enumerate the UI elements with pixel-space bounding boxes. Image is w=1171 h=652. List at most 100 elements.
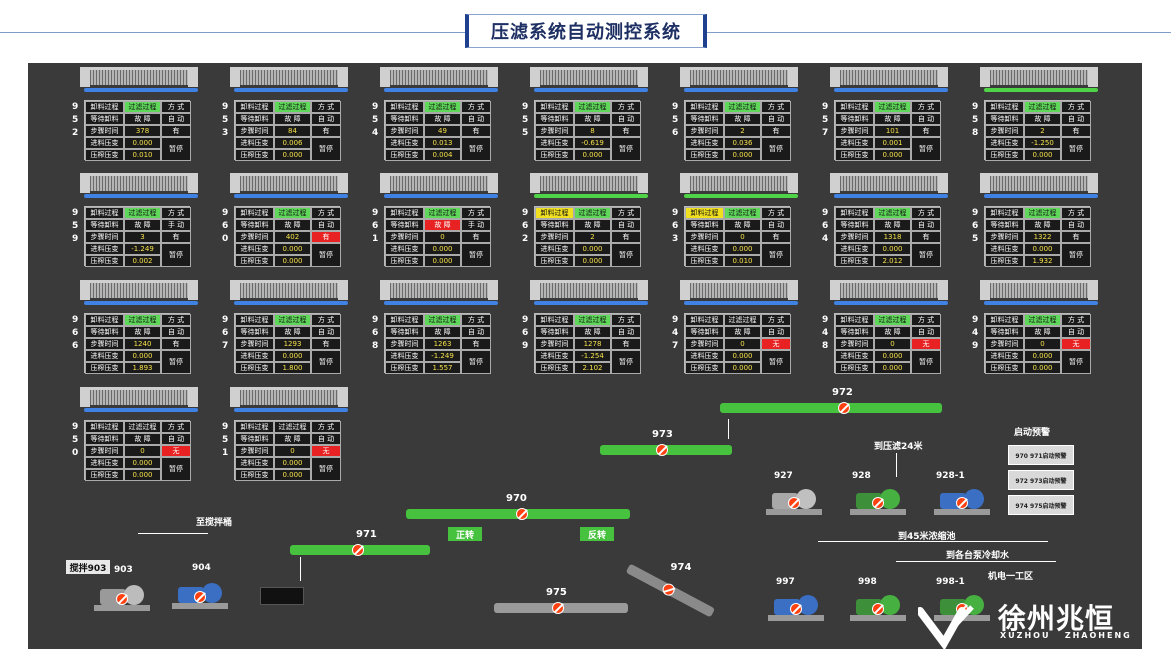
pump-base <box>94 605 150 611</box>
press-top <box>380 173 498 178</box>
feed-pressure-value: 0.000 <box>124 457 161 469</box>
press-belt <box>384 301 498 305</box>
pause-button[interactable]: 暂停 <box>311 350 341 374</box>
mode-value[interactable]: 自 动 <box>761 326 791 338</box>
pump-head <box>796 489 816 509</box>
pause-button[interactable]: 暂停 <box>461 137 491 161</box>
pause-button[interactable]: 暂停 <box>161 457 191 481</box>
press-number-digit: 6 <box>222 221 229 231</box>
pump-928[interactable] <box>850 489 906 517</box>
mode-value[interactable]: 自 动 <box>461 326 491 338</box>
pause-button[interactable]: 暂停 <box>461 350 491 374</box>
mode-value[interactable]: 手 动 <box>461 219 491 231</box>
pause-button[interactable]: 暂停 <box>311 457 341 481</box>
mode-value[interactable]: 自 动 <box>911 113 941 125</box>
fault-status: 故 障 <box>1024 219 1061 231</box>
pump-base <box>768 615 824 621</box>
feed-pressure-label: 进料压变 <box>685 243 724 255</box>
squeeze-pressure-label: 压榨压变 <box>835 255 874 267</box>
mode-value[interactable]: 自 动 <box>611 113 641 125</box>
pump-997[interactable] <box>768 595 824 623</box>
pause-button[interactable]: 暂停 <box>311 137 341 161</box>
mode-value[interactable]: 自 动 <box>611 326 641 338</box>
mode-value[interactable]: 自 动 <box>311 113 341 125</box>
flow-line <box>896 453 897 477</box>
pause-button[interactable]: 暂停 <box>911 137 941 161</box>
mode-value[interactable]: 自 动 <box>1061 219 1091 231</box>
mode-value[interactable]: 自 动 <box>311 326 341 338</box>
startup-alarm-button[interactable]: 972 973启动预警 <box>1008 470 1074 490</box>
pump-998[interactable] <box>850 595 906 623</box>
pause-button[interactable]: 暂停 <box>461 243 491 267</box>
pause-button[interactable]: 暂停 <box>611 243 641 267</box>
feed-pressure-value: 0.013 <box>424 137 461 149</box>
mode-value[interactable]: 自 动 <box>161 326 191 338</box>
fault-status: 故 障 <box>274 326 311 338</box>
material-flag: 有 <box>311 231 341 243</box>
mode-value[interactable]: 自 动 <box>1061 113 1091 125</box>
conveyor-973[interactable]: 973 <box>600 429 732 456</box>
startup-alarm-button[interactable]: 974 975启动预警 <box>1008 495 1074 515</box>
to-workshop-label: 机电一工区 <box>988 572 1034 582</box>
press-plates <box>88 283 190 298</box>
startup-alarm-button[interactable]: 970 971启动预警 <box>1008 445 1074 465</box>
reverse-button[interactable]: 反转 <box>580 527 614 541</box>
mode-value[interactable]: 自 动 <box>911 326 941 338</box>
mode-value[interactable]: 自 动 <box>161 113 191 125</box>
pause-button[interactable]: 暂停 <box>1061 137 1091 161</box>
conveyor-970[interactable]: 970 <box>406 493 630 520</box>
pump-904[interactable] <box>172 583 228 611</box>
pause-button[interactable]: 暂停 <box>611 350 641 374</box>
pump-903[interactable] <box>94 585 150 613</box>
mode-value[interactable]: 自 动 <box>311 433 341 445</box>
material-flag: 有 <box>761 125 791 137</box>
mode-value[interactable]: 自 动 <box>1061 326 1091 338</box>
pump-label: 998-1 <box>936 577 965 587</box>
pause-button[interactable]: 暂停 <box>311 243 341 267</box>
pause-button[interactable]: 暂停 <box>911 350 941 374</box>
pause-button[interactable]: 暂停 <box>611 137 641 161</box>
pump-927[interactable] <box>766 489 822 517</box>
press-number-digit: 6 <box>222 328 229 338</box>
step-time-value: 0 <box>874 338 911 350</box>
feed-pressure-label: 进料压变 <box>235 350 274 362</box>
conveyor-975[interactable]: 975 <box>494 587 628 614</box>
conveyor-971[interactable]: 971 <box>290 529 430 556</box>
filter-press-graphic <box>680 280 798 306</box>
pause-button[interactable]: 暂停 <box>1061 243 1091 267</box>
pause-button[interactable]: 暂停 <box>761 243 791 267</box>
conveyor-974[interactable]: 974 <box>625 562 716 618</box>
pause-button[interactable]: 暂停 <box>161 350 191 374</box>
pause-button[interactable]: 暂停 <box>761 137 791 161</box>
step-time-label: 步骤时间 <box>235 231 274 243</box>
mixer-903-button[interactable]: 搅拌903 <box>66 560 110 574</box>
pause-button[interactable]: 暂停 <box>161 137 191 161</box>
squeeze-pressure-label: 压榨压变 <box>985 255 1024 267</box>
pause-button[interactable]: 暂停 <box>161 243 191 267</box>
pause-button[interactable]: 暂停 <box>761 350 791 374</box>
conveyor-972[interactable]: 972 <box>720 387 942 414</box>
mode-value[interactable]: 自 动 <box>761 219 791 231</box>
mode-value[interactable]: 自 动 <box>761 113 791 125</box>
mode-value[interactable]: 自 动 <box>311 219 341 231</box>
mode-value[interactable]: 自 动 <box>161 433 191 445</box>
mode-value[interactable]: 自 动 <box>911 219 941 231</box>
pump-928-1[interactable] <box>934 489 990 517</box>
mode-label: 方 式 <box>311 207 341 219</box>
pause-button[interactable]: 暂停 <box>911 243 941 267</box>
wait-unload-label: 等待卸料 <box>85 113 124 125</box>
squeeze-pressure-value: 0.000 <box>874 362 911 374</box>
forward-button[interactable]: 正转 <box>448 527 482 541</box>
mode-value[interactable]: 手 动 <box>161 219 191 231</box>
mode-value[interactable]: 自 动 <box>611 219 641 231</box>
squeeze-pressure-label: 压榨压变 <box>985 149 1024 161</box>
pump-head <box>798 595 818 615</box>
filter-press-graphic <box>830 67 948 93</box>
mode-value[interactable]: 自 动 <box>461 113 491 125</box>
press-number-digit: 9 <box>72 208 79 218</box>
pause-button[interactable]: 暂停 <box>1061 350 1091 374</box>
